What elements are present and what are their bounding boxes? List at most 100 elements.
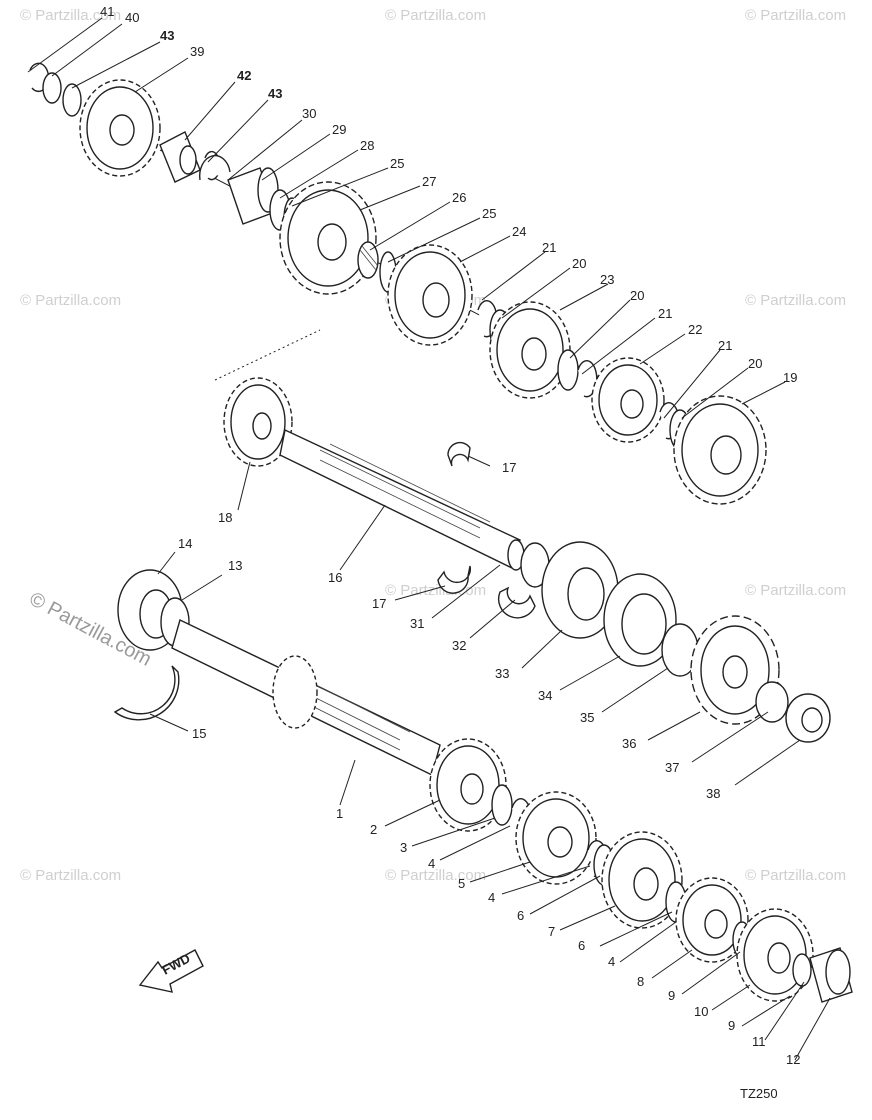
label-19: 19: [783, 370, 797, 385]
half-ring-32: [497, 586, 536, 619]
label-43: 43: [268, 86, 282, 101]
label-35: 35: [580, 710, 594, 725]
watermark: © Partzilla.com: [20, 292, 121, 309]
label-38: 38: [706, 786, 720, 801]
label-34: 34: [538, 688, 552, 703]
label-1: 1: [336, 806, 343, 821]
label-12: 12: [786, 1052, 800, 1067]
watermark: © Partzilla.com: [745, 867, 846, 884]
label-3: 3: [400, 840, 407, 855]
washer-20: [557, 349, 579, 391]
gear-5: [515, 791, 597, 885]
label-25: 25: [390, 156, 404, 171]
bearing-33: [541, 541, 619, 639]
label-28: 28: [360, 138, 374, 153]
nut-38: [785, 693, 831, 743]
label-21: 21: [542, 240, 556, 255]
washer-40: [42, 72, 62, 104]
label-14: 14: [178, 536, 192, 551]
middle-shaft-assembly: [214, 329, 831, 743]
label-16: 16: [328, 570, 342, 585]
circlip-21: [577, 360, 598, 398]
leader-lines: [27, 17, 831, 1061]
gear-7: [601, 831, 683, 929]
oil-seal-34: [603, 573, 677, 667]
watermark: © Partzilla.com: [745, 7, 846, 24]
lower-shaft-assembly: [113, 569, 853, 1003]
washer-11: [792, 953, 812, 987]
watermark: © Partzilla.com: [385, 7, 486, 24]
integral-gear: [272, 655, 318, 729]
label-31: 31: [410, 616, 424, 631]
needle-bearing-26: [357, 241, 379, 279]
watermark: © Partzilla.com: [745, 292, 846, 309]
label-39: 39: [190, 44, 204, 59]
label-5: 5: [458, 876, 465, 891]
label-30: 30: [302, 106, 316, 121]
gear-39: [79, 79, 161, 177]
label-21: 21: [718, 338, 732, 353]
label-6: 6: [517, 908, 524, 923]
label-13: 13: [228, 558, 242, 573]
lock-washer-37: [755, 681, 789, 723]
label-23: 23: [600, 272, 614, 287]
label-15: 15: [192, 726, 206, 741]
label-26: 26: [452, 190, 466, 205]
upper-shaft-assembly: [29, 62, 767, 505]
label-2: 2: [370, 822, 377, 837]
drive-sprocket-36: [690, 615, 780, 725]
label-11: 11: [752, 1034, 766, 1049]
label-20: 20: [630, 288, 644, 303]
label-36: 36: [622, 736, 636, 751]
label-29: 29: [332, 122, 346, 137]
watermark: © Partzilla.com: [20, 7, 121, 24]
label-18: 18: [218, 510, 232, 525]
label-4: 4: [608, 954, 615, 969]
gear-24: [387, 244, 473, 346]
watermark: © Partzilla.com: [385, 582, 486, 599]
label-21: 21: [658, 306, 672, 321]
washer-3: [491, 784, 513, 826]
label-17: 17: [372, 596, 386, 611]
label-41: 41: [100, 4, 114, 19]
main-shaft-16: [279, 428, 525, 571]
forward-arrow-icon: FWD: [138, 949, 204, 993]
label-37: 37: [665, 760, 679, 775]
label-20: 20: [572, 256, 586, 271]
watermark: © Partzilla.com: [745, 582, 846, 599]
gear-18: [223, 377, 293, 467]
label-9: 9: [668, 988, 675, 1003]
label-8: 8: [637, 974, 644, 989]
label-6: 6: [578, 938, 585, 953]
needle-bearing-12: [809, 947, 853, 1003]
gear-22: [591, 357, 665, 443]
label-4: 4: [488, 890, 495, 905]
label-4: 4: [428, 856, 435, 871]
watermark: © Partzilla.com: [385, 867, 486, 884]
label-17: 17: [502, 460, 516, 475]
part-labels: 41 40 43 39 42 43 30 29 28 25 27 26 25 2…: [100, 4, 800, 1101]
guide-line: [214, 329, 321, 381]
label-25: 25: [482, 206, 496, 221]
label-42: 42: [237, 68, 251, 83]
washer-30: [199, 154, 231, 181]
gear-19: [673, 395, 767, 505]
washer-43: [62, 83, 82, 117]
half-clip-17: [447, 441, 471, 467]
label-24: 24: [512, 224, 526, 239]
label-22: 22: [688, 322, 702, 337]
label-10: 10: [694, 1004, 708, 1019]
watermark: © Partzilla.com: [20, 867, 121, 884]
label-40: 40: [125, 10, 139, 25]
label-33: 33: [495, 666, 509, 681]
label-27: 27: [422, 174, 436, 189]
gear-23: [489, 301, 571, 399]
label-9: 9: [728, 1018, 735, 1033]
label-43: 43: [160, 28, 174, 43]
gear-27: [279, 181, 377, 295]
label-20: 20: [748, 356, 762, 371]
gear-2: [429, 738, 507, 832]
label-7: 7: [548, 924, 555, 939]
